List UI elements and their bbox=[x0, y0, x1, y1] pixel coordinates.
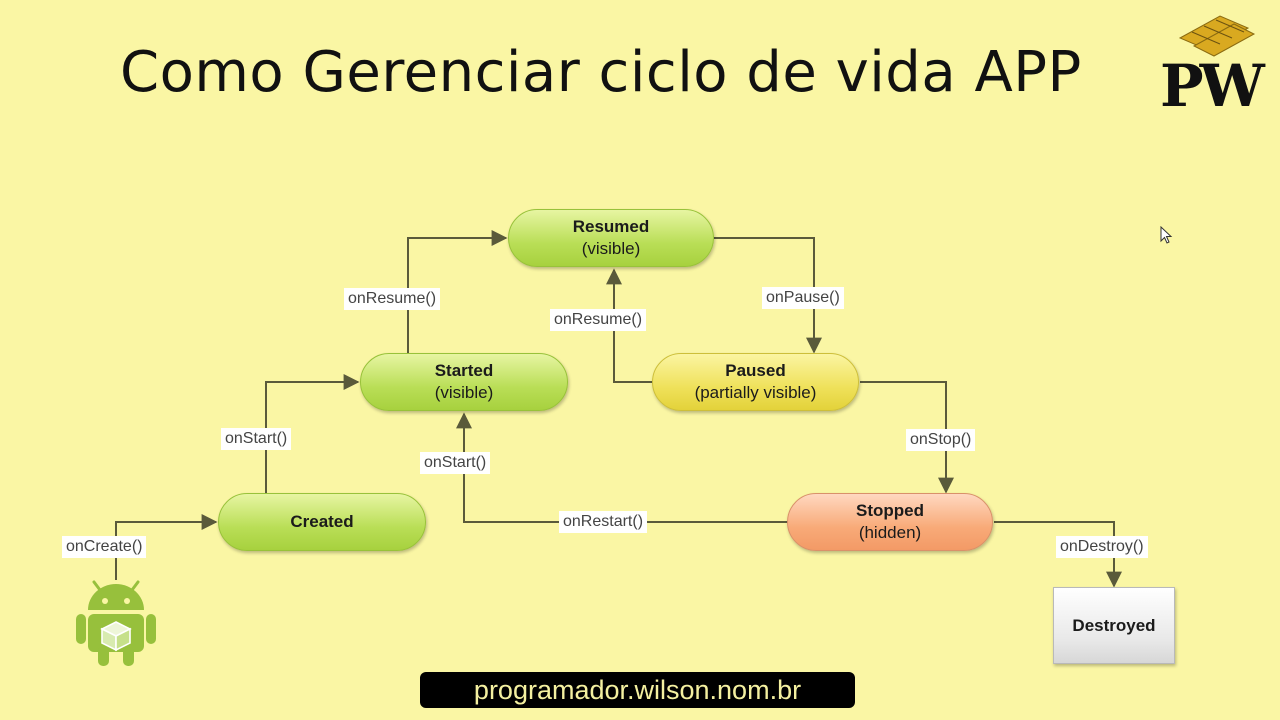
state-resumed-name: Resumed bbox=[572, 217, 650, 236]
label-onstart-1: onStart() bbox=[221, 428, 292, 450]
arrow-onresume-1 bbox=[407, 230, 508, 354]
state-resumed-sub: (visible) bbox=[581, 239, 641, 258]
arrow-oncreate bbox=[115, 514, 218, 580]
label-onrestart: onRestart() bbox=[559, 511, 648, 533]
state-started: Started (visible) bbox=[360, 353, 568, 411]
footer-url: programador.wilson.nom.br bbox=[420, 672, 855, 708]
page-title: Como Gerenciar ciclo de vida APP bbox=[120, 40, 1082, 105]
label-onstart-2: onStart() bbox=[420, 452, 491, 474]
label-ondestroy: onDestroy() bbox=[1056, 536, 1148, 558]
state-paused-name: Paused bbox=[725, 361, 786, 380]
state-destroyed: Destroyed bbox=[1053, 587, 1175, 664]
mouse-cursor-icon bbox=[1160, 226, 1173, 244]
state-paused: Paused (partially visible) bbox=[652, 353, 859, 411]
state-paused-sub: (partially visible) bbox=[694, 383, 817, 402]
label-onresume-2: onResume() bbox=[550, 309, 647, 331]
state-stopped-sub: (hidden) bbox=[858, 523, 922, 542]
arrow-ondestroy bbox=[994, 521, 1122, 588]
state-resumed: Resumed (visible) bbox=[508, 209, 714, 267]
arrow-onresume-2 bbox=[606, 268, 654, 383]
state-started-sub: (visible) bbox=[434, 383, 494, 402]
label-onresume-1: onResume() bbox=[344, 288, 441, 310]
state-stopped: Stopped (hidden) bbox=[787, 493, 993, 551]
state-created-name: Created bbox=[290, 512, 354, 531]
pw-logo-icon bbox=[1178, 15, 1256, 57]
state-created: Created bbox=[218, 493, 426, 551]
state-destroyed-name: Destroyed bbox=[1072, 615, 1156, 635]
arrow-onstop bbox=[860, 381, 954, 494]
android-icon bbox=[76, 580, 156, 666]
state-stopped-name: Stopped bbox=[856, 501, 924, 520]
arrow-onrestart bbox=[456, 412, 788, 523]
label-oncreate: onCreate() bbox=[62, 536, 147, 558]
arrow-onstart-1 bbox=[265, 374, 360, 494]
label-onstop: onStop() bbox=[906, 429, 976, 451]
label-onpause: onPause() bbox=[762, 287, 844, 309]
pw-logo-text: PW bbox=[1160, 52, 1265, 120]
state-started-name: Started bbox=[434, 361, 494, 380]
arrow-onpause bbox=[714, 237, 822, 354]
